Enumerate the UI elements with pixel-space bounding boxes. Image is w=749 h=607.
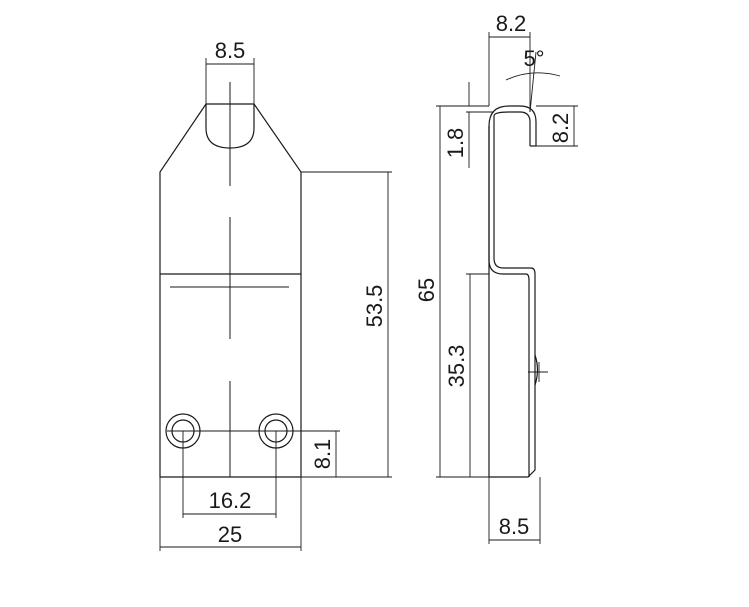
- dim-side-total-height: 65: [414, 278, 439, 302]
- side-bump: [534, 354, 539, 386]
- dim-front-width: 25: [218, 522, 242, 547]
- dim-side-hook-depth: 8.2: [548, 113, 573, 144]
- dim-front-top-width: 8.5: [215, 38, 246, 63]
- side-profile-outer: [488, 105, 537, 477]
- dim-side-thickness: 1.8: [443, 128, 468, 159]
- dim-side-top-width: 8.2: [496, 11, 527, 36]
- side-profile-inner: [493, 111, 531, 146]
- front-view: 8.5 53.5 8.1 16.2 25: [159, 38, 392, 551]
- dim-side-lower-height: 35.3: [444, 345, 469, 388]
- dim-hole-height: 8.1: [310, 439, 335, 470]
- dim-hole-spacing: 16.2: [209, 488, 252, 513]
- side-view: 8.2 5° 8.2 1.8 65 35.3 8.5: [414, 11, 578, 544]
- dim-side-bottom-width: 8.5: [499, 514, 530, 539]
- dim-side-angle: 5°: [523, 46, 544, 71]
- dim-front-height: 53.5: [362, 285, 387, 328]
